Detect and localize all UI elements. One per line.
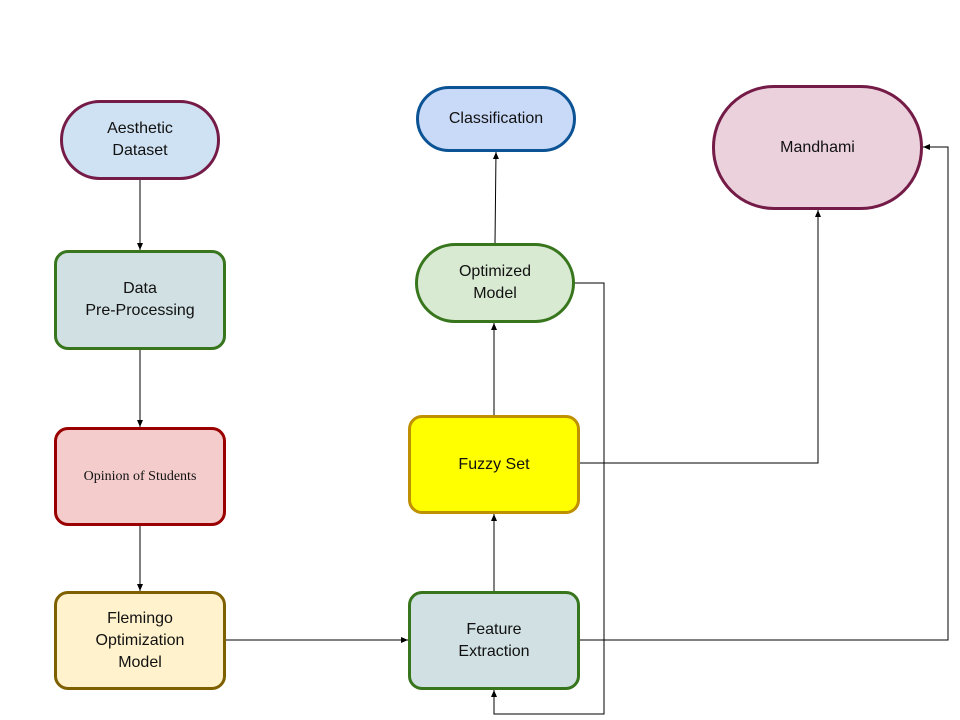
feature-extraction-node: Feature Extraction <box>408 591 580 690</box>
mandhami-label: Mandhami <box>780 138 855 156</box>
classification-node: Classification <box>416 86 576 152</box>
flemingo-optimization-model-label: Flemingo Optimization Model <box>95 609 185 671</box>
fuzzy-set-label: Fuzzy Set <box>458 455 530 473</box>
mandhami-node: Mandhami <box>712 85 923 210</box>
classification-label: Classification <box>448 110 544 127</box>
opinion-of-students-node: Opinion of Students <box>54 427 226 526</box>
fuzzy-set-node: Fuzzy Set <box>408 415 580 514</box>
optimized-model-node: Optimized Model <box>415 243 575 323</box>
opinion-of-students-label: Opinion of Students <box>83 468 197 484</box>
optimized-model-label: Optimized Model <box>458 263 532 302</box>
arrow-feature-to-mandhami <box>580 144 949 641</box>
arrow-fuzzy-to-mandhami <box>580 210 821 464</box>
data-preprocessing-label: Data Pre-Processing <box>85 280 195 319</box>
feature-extraction-label: Feature Extraction <box>458 620 530 660</box>
aesthetic-dataset-node: Aesthetic Dataset <box>60 100 220 180</box>
aesthetic-dataset-label: Aesthetic Dataset <box>107 120 173 159</box>
data-preprocessing-node: Data Pre-Processing <box>54 250 226 350</box>
arrow-optimized-to-classify <box>492 151 499 244</box>
flemingo-optimization-model-node: Flemingo Optimization Model <box>54 591 226 690</box>
arrow-optimized-to-feature <box>491 282 605 715</box>
